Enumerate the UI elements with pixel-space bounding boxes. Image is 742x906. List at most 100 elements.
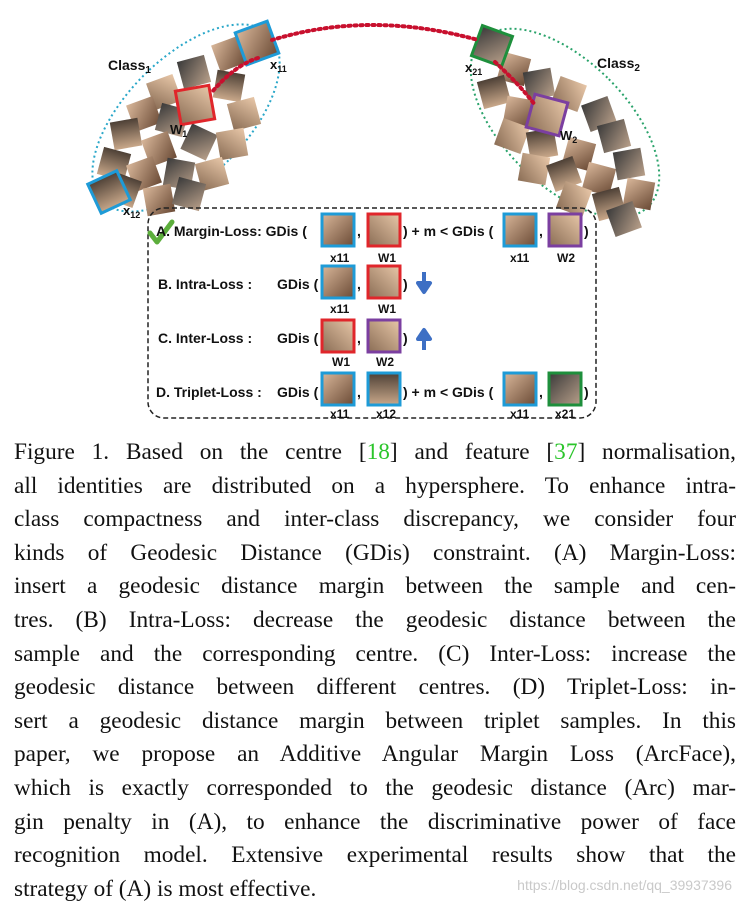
svg-text:GDis (: GDis ( <box>277 384 319 400</box>
face-thumbnail <box>525 127 559 161</box>
svg-text:x11: x11 <box>330 302 350 316</box>
face-thumbnail <box>546 156 582 192</box>
face-thumbnail <box>96 146 132 182</box>
svg-text:x11: x11 <box>510 251 530 265</box>
face-thumbnail <box>581 161 617 197</box>
row-d-triplet-loss: D. Triplet-Loss : GDis ( , ) + m < GDis … <box>156 371 589 421</box>
caption-text: tres. (B) Intra-Loss: decrease the geode… <box>14 606 736 633</box>
svg-text:): ) <box>403 276 408 292</box>
caption-line: kinds of Geodesic Distance (GDis) constr… <box>14 537 736 571</box>
row-a-x11-face <box>320 212 356 248</box>
caption-line: which is exactly corresponded to the geo… <box>14 772 736 806</box>
caption-line: insert a geodesic distance margin betwee… <box>14 570 736 604</box>
x21-face-frame <box>469 23 515 69</box>
class1-cluster <box>85 19 281 217</box>
row-b-x11-face <box>320 264 356 300</box>
svg-text:GDis (: GDis ( <box>277 330 319 346</box>
caption-line: Figure 1. Based on the centre [18] and f… <box>14 436 736 470</box>
intra-class-arc-1 <box>210 56 260 94</box>
svg-text:,: , <box>539 223 543 239</box>
svg-text:x12: x12 <box>376 407 396 421</box>
row-a-x11b-face <box>502 212 538 248</box>
svg-text:x11: x11 <box>330 251 350 265</box>
caption-text: Figure 1. Based on the centre [ <box>14 439 367 465</box>
face-thumbnail <box>476 74 512 110</box>
w1-face-frame <box>173 83 217 127</box>
face-thumbnail <box>494 118 530 154</box>
svg-text:D. Triplet-Loss :: D. Triplet-Loss : <box>156 384 262 400</box>
caption-line: all identities are distributed on a hype… <box>14 470 736 504</box>
class1-face-thumbnails <box>96 36 262 217</box>
face-thumbnail <box>612 147 646 181</box>
check-icon <box>147 219 175 245</box>
svg-text:C. Inter-Loss :: C. Inter-Loss : <box>158 330 252 346</box>
x12-label: x12 <box>123 203 140 220</box>
caption-text: all identities are distributed on a hype… <box>14 472 736 499</box>
svg-text:W1: W1 <box>332 355 350 369</box>
svg-text:x11: x11 <box>330 407 350 421</box>
figure-caption: Figure 1. Based on the centre [18] and f… <box>14 436 736 906</box>
figure-illustration: Class1 Class2 x11 W1 x12 x21 W2 A. Margi… <box>85 19 661 421</box>
svg-text:,: , <box>357 276 361 292</box>
caption-line: recognition model. Extensive experimenta… <box>14 839 736 873</box>
inter-class-arc <box>270 23 480 42</box>
x21-label: x21 <box>465 60 482 77</box>
face-thumbnail <box>109 117 143 151</box>
face-thumbnail <box>226 96 262 132</box>
svg-text:W1: W1 <box>378 251 396 265</box>
svg-text:W2: W2 <box>376 355 394 369</box>
row-c-inter-loss: C. Inter-Loss : GDis ( , ) W1 W2 <box>158 318 432 369</box>
row-d-x11b-face <box>502 371 538 407</box>
caption-text: ] normalisation, <box>577 439 736 465</box>
svg-text:): ) <box>584 223 589 239</box>
svg-text:x21: x21 <box>555 407 575 421</box>
face-thumbnail <box>212 69 246 103</box>
arrow-up-icon <box>416 328 432 350</box>
svg-text:W1: W1 <box>378 302 396 316</box>
citation-ref: 18 <box>366 439 390 465</box>
svg-text:,: , <box>539 384 543 400</box>
caption-line: strategy of (A) is most effective. <box>14 873 736 906</box>
caption-line: paper, we propose an Additive Angular Ma… <box>14 738 736 772</box>
class2-label: Class2 <box>597 55 640 74</box>
svg-text:) + m < GDis (: ) + m < GDis ( <box>403 223 494 239</box>
caption-line: sert a geodesic distance margin between … <box>14 705 736 739</box>
caption-line: sample and the corresponding centre. (C)… <box>14 638 736 672</box>
caption-text: gin penalty in (A), to enhance the discr… <box>14 808 736 835</box>
face-thumbnail <box>146 74 182 110</box>
face-thumbnail <box>606 201 642 237</box>
svg-text:,: , <box>357 330 361 346</box>
loss-box <box>147 207 597 419</box>
svg-text:x11: x11 <box>510 407 530 421</box>
caption-text: paper, we propose an Additive Angular Ma… <box>14 741 736 768</box>
caption-line: tres. (B) Intra-Loss: decrease the geode… <box>14 604 736 638</box>
face-thumbnail <box>171 176 207 212</box>
caption-text: recognition model. Extensive experimenta… <box>14 842 736 869</box>
caption-text: sert a geodesic distance margin between … <box>14 707 736 734</box>
caption-text: geodesic distance between different cent… <box>14 674 736 701</box>
face-thumbnail <box>581 96 617 132</box>
face-thumbnail <box>496 51 532 87</box>
face-thumbnail <box>517 152 551 186</box>
row-a-w1-face <box>366 212 402 248</box>
svg-text:) + m < GDis (: ) + m < GDis ( <box>403 384 494 400</box>
caption-line: gin penalty in (A), to enhance the discr… <box>14 806 736 840</box>
w1-label: W1 <box>170 122 187 139</box>
row-a-w2-face <box>547 212 583 248</box>
row-a-margin-loss: A. Margin-Loss: GDis ( , ) + m < GDis ( … <box>156 212 589 265</box>
x11-label: x11 <box>270 57 287 74</box>
caption-text: strategy of (A) is most effective. <box>14 875 317 902</box>
caption-text: ] and feature [ <box>389 439 555 465</box>
svg-text:): ) <box>584 384 589 400</box>
w2-face-frame <box>524 92 570 138</box>
svg-text:W2: W2 <box>557 251 575 265</box>
row-c-w2-face <box>366 318 402 354</box>
face-thumbnail <box>142 183 176 217</box>
caption-text: which is exactly corresponded to the geo… <box>14 774 736 801</box>
arrow-down-icon <box>416 272 432 294</box>
row-c-w1-face <box>320 318 356 354</box>
face-thumbnail <box>215 127 249 161</box>
face-thumbnail <box>596 118 632 154</box>
svg-text:,: , <box>357 223 361 239</box>
x12-face-frame <box>85 168 133 216</box>
